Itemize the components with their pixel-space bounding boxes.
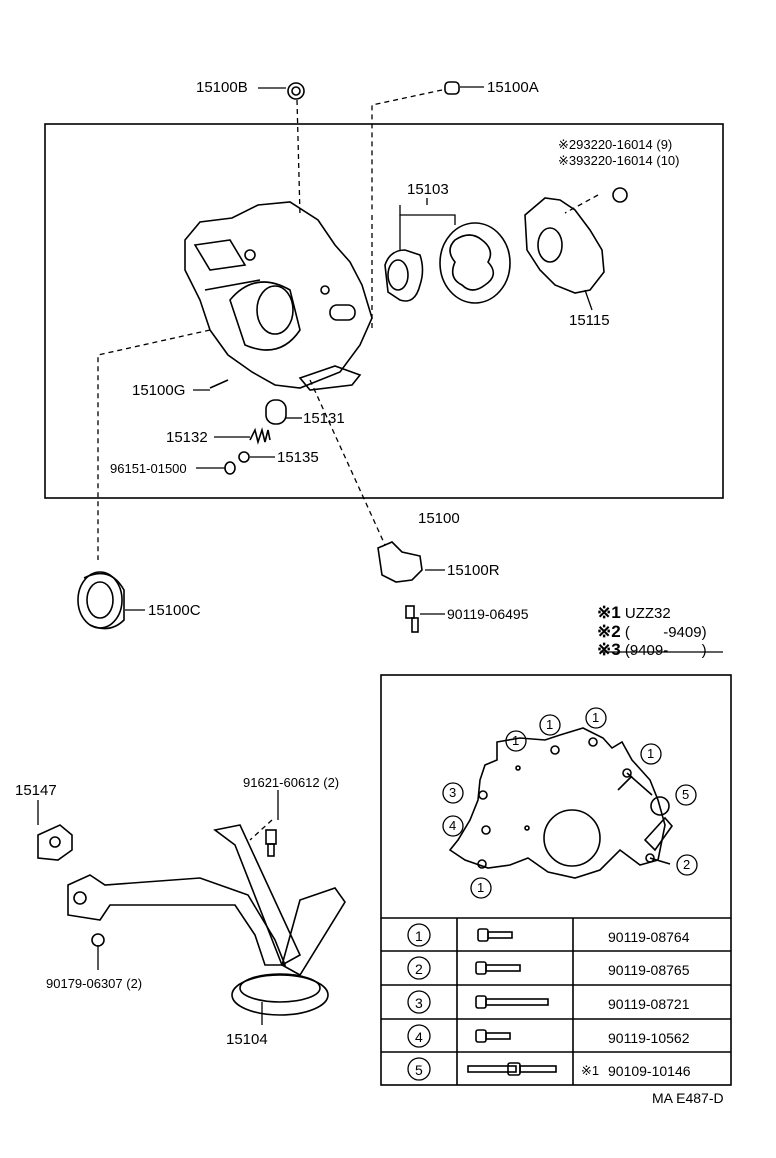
part-label-15132: 15132 bbox=[166, 429, 208, 446]
part-label-15103: 15103 bbox=[407, 181, 449, 198]
legend-text-1: UZZ32 bbox=[624, 605, 671, 622]
note-line-2-part: 93220-16014 (10) bbox=[576, 153, 680, 168]
legend-row-1: ※1 UZZ32 bbox=[597, 603, 671, 623]
bolt-table-part: 90119-10562 bbox=[608, 1030, 690, 1046]
legend-text-3: (9409- ) bbox=[624, 642, 707, 659]
legend-row-2: ※2 ( -9409) bbox=[597, 622, 707, 642]
part-label-15100a: 15100A bbox=[487, 79, 539, 96]
bolt-position-label: 1 bbox=[512, 733, 520, 748]
bolt-table-note: ※1 bbox=[581, 1063, 600, 1078]
part-label-90119-06495: 90119-06495 bbox=[447, 606, 529, 622]
bolt-table-num: 3 bbox=[415, 995, 423, 1011]
bolt-table-num: 1 bbox=[415, 928, 423, 944]
bolt-table-num: 2 bbox=[415, 961, 423, 977]
note-line-2: ※393220-16014 (10) bbox=[558, 154, 679, 167]
part-label-91621: 91621-60612 (2) bbox=[243, 775, 340, 790]
bolt-position-label: 1 bbox=[647, 746, 655, 761]
note-line-2-mark: ※3 bbox=[558, 153, 577, 168]
part-label-15135: 15135 bbox=[277, 449, 319, 466]
note-line-1: ※293220-16014 (9) bbox=[558, 138, 672, 151]
part-label-15100g: 15100G bbox=[132, 382, 186, 399]
figure-code: MA E487-D bbox=[652, 1090, 724, 1106]
bolt-table-part: 90119-08765 bbox=[608, 962, 690, 978]
part-label-15115: 15115 bbox=[569, 312, 610, 329]
legend-mark-3: ※3 bbox=[597, 640, 621, 659]
part-label-15100b: 15100B bbox=[196, 79, 248, 96]
part-label-15100r: 15100R bbox=[447, 562, 500, 579]
bolt-table-part: 90119-08721 bbox=[608, 996, 690, 1012]
bolt-position-label: 2 bbox=[683, 857, 691, 872]
part-label-15104: 15104 bbox=[226, 1031, 268, 1048]
part-label-15100c: 15100C bbox=[148, 602, 201, 619]
bolt-position-label: 1 bbox=[477, 880, 485, 895]
part-label-90179: 90179-06307 (2) bbox=[46, 976, 143, 991]
bolt-layout-box bbox=[380, 674, 732, 1086]
note-line-1-mark: ※2 bbox=[558, 137, 577, 152]
legend-text-2: ( -9409) bbox=[624, 624, 707, 641]
part-label-15100: 15100 bbox=[418, 510, 460, 527]
bolt-table-num: 4 bbox=[415, 1029, 423, 1045]
legend-row-3: ※3 (9409- ) bbox=[597, 640, 707, 660]
part-label-96151: 96151-01500 bbox=[110, 461, 187, 476]
legend-mark-2: ※2 bbox=[597, 622, 621, 641]
bolt-position-label: 4 bbox=[449, 818, 457, 833]
bolt-table-num: 5 bbox=[415, 1062, 423, 1078]
bolt-table-part: 90109-10146 bbox=[608, 1063, 691, 1079]
bolt-position-label: 1 bbox=[546, 717, 554, 732]
bolt-position-label: 3 bbox=[449, 785, 457, 800]
bolt-table-part: 90119-08764 bbox=[608, 929, 690, 945]
bolt-position-label: 1 bbox=[592, 710, 600, 725]
assembly-box bbox=[44, 123, 724, 499]
part-label-15131: 15131 bbox=[303, 410, 345, 427]
bolt-position-label: 5 bbox=[682, 787, 690, 802]
note-line-1-part: 93220-16014 (9) bbox=[576, 137, 673, 152]
legend-mark-1: ※1 bbox=[597, 603, 621, 622]
part-label-15147: 15147 bbox=[15, 782, 57, 799]
